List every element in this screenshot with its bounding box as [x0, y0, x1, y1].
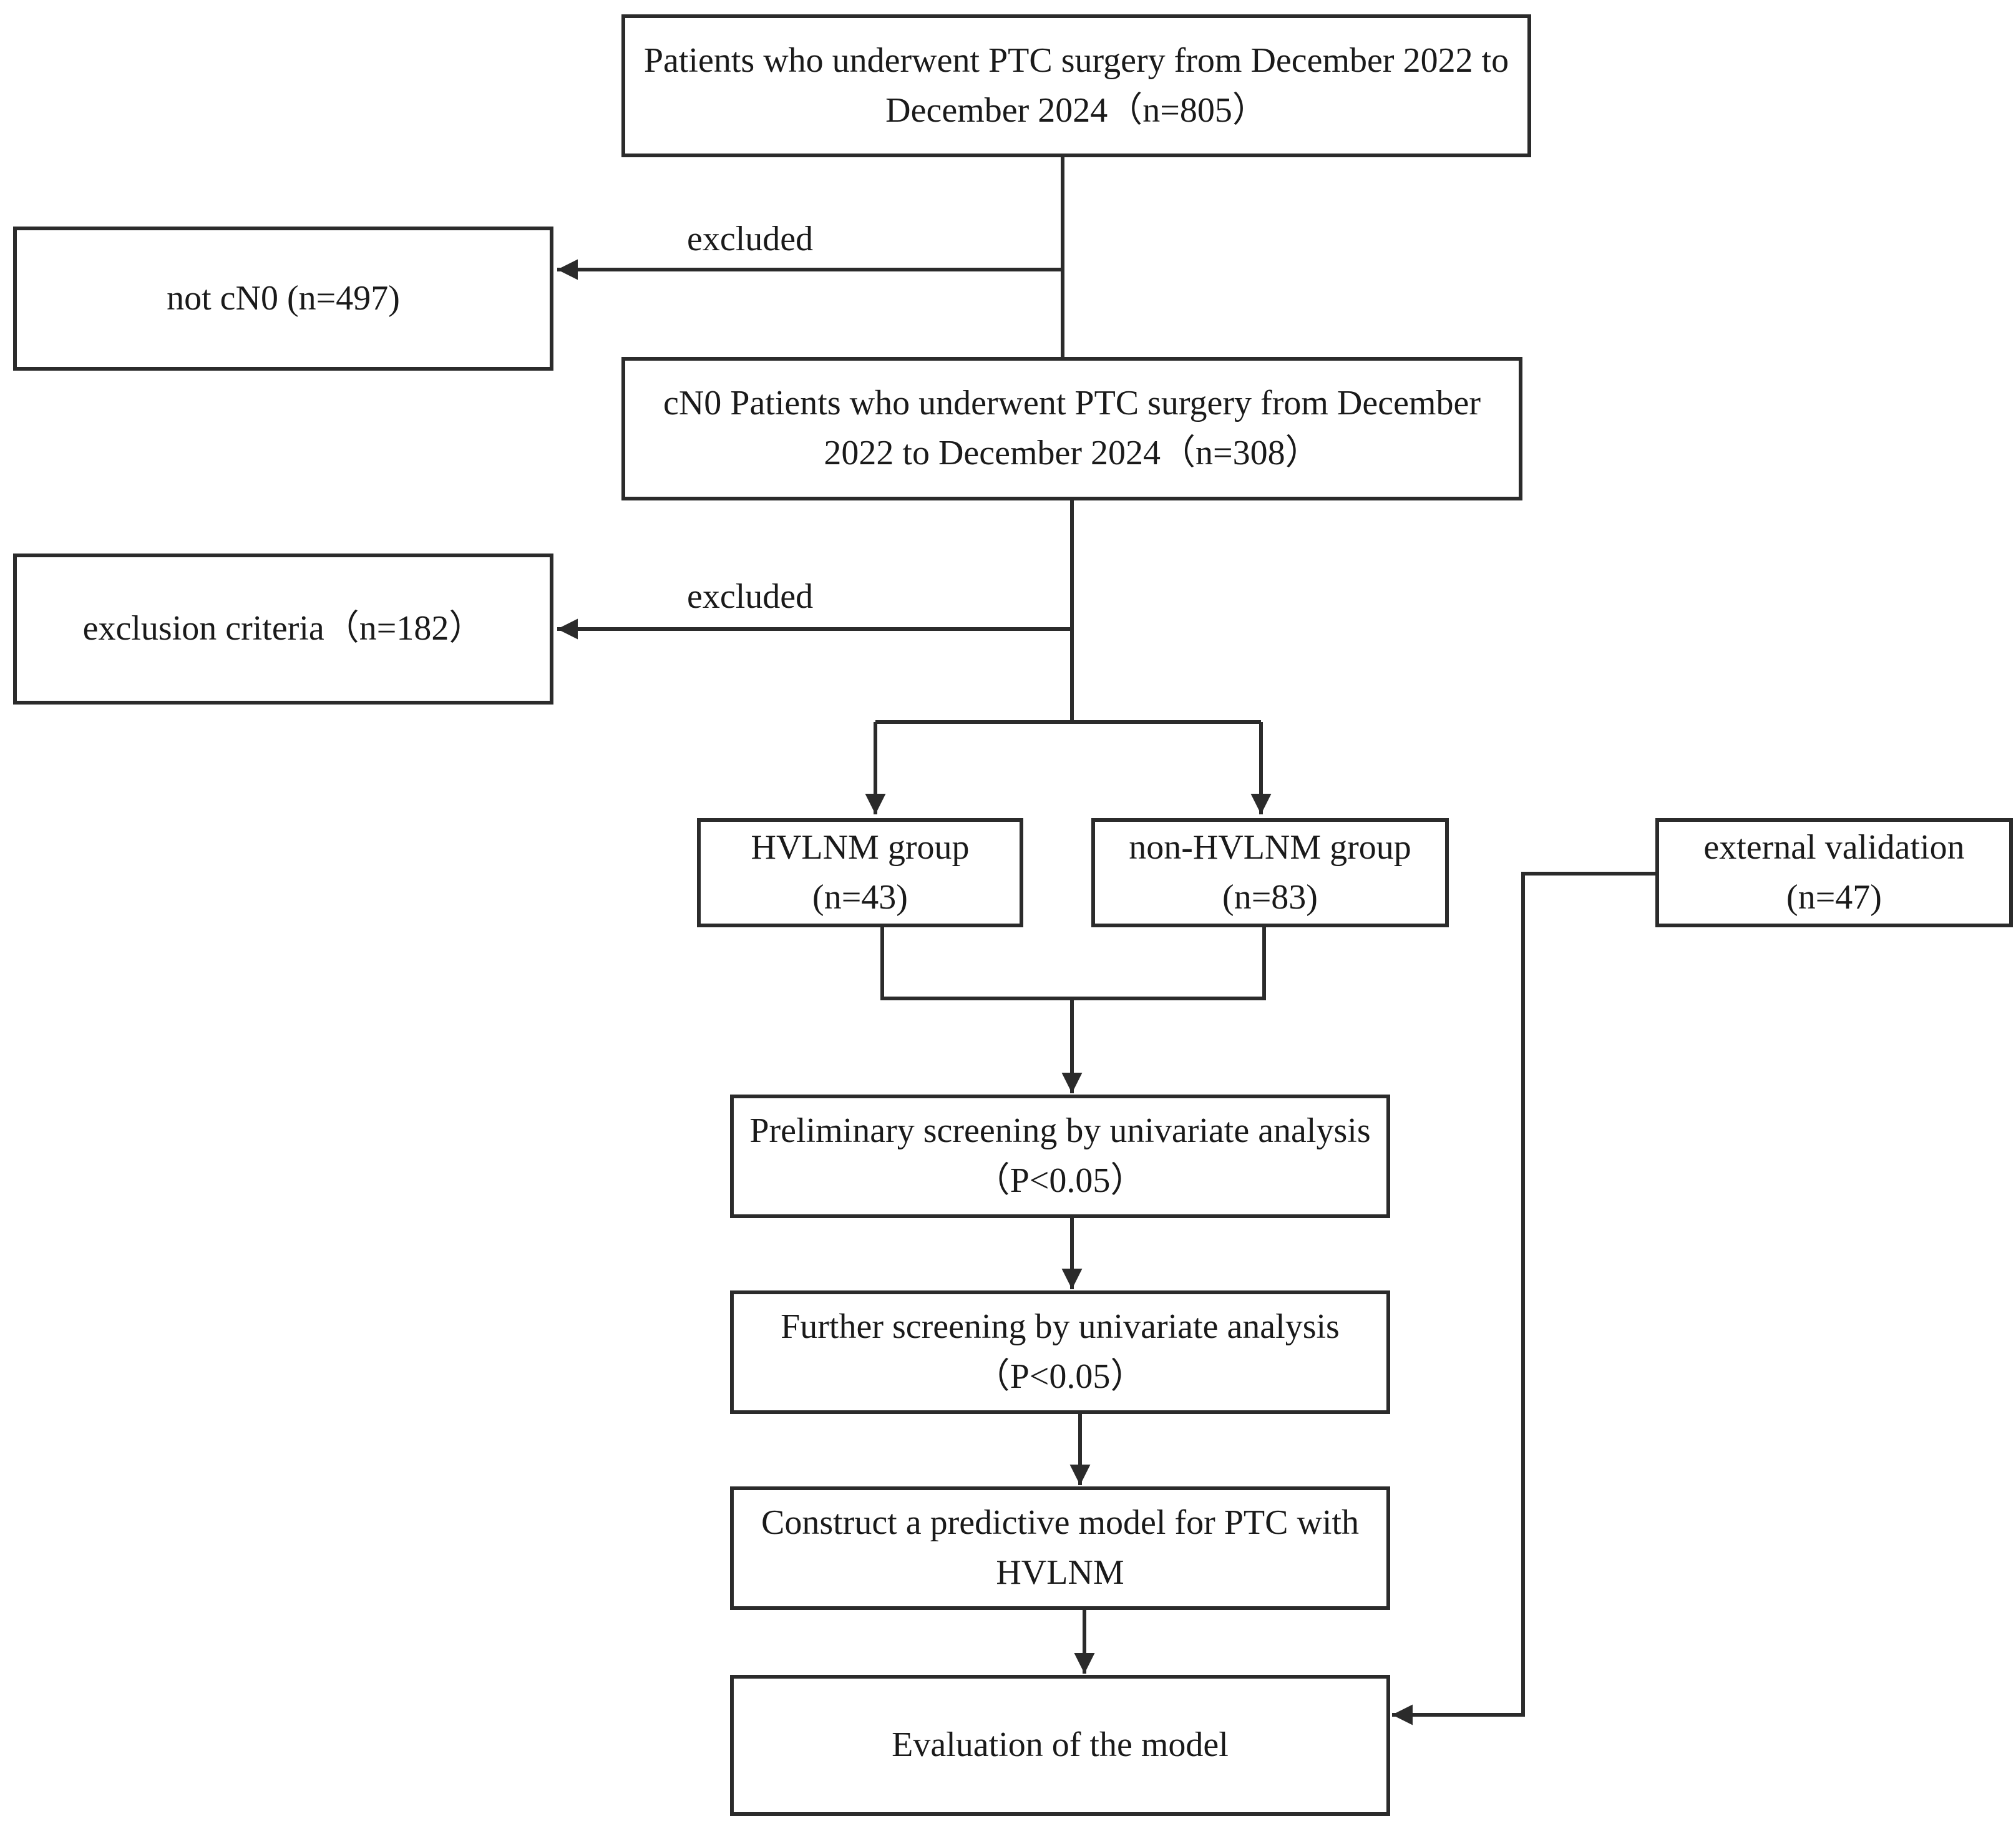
box-non-hvlnm-group: non-HVLNM group (n=83): [1091, 818, 1449, 927]
box-external-validation: external validation (n=47): [1655, 818, 2013, 927]
box-further-screening-label: Further screening by univariate analysis…: [781, 1307, 1340, 1396]
box-not-cn0-label: not cN0 (n=497): [167, 278, 400, 318]
box-non-hvlnm-group-label: non-HVLNM group (n=83): [1129, 827, 1411, 917]
box-further-screening: Further screening by univariate analysis…: [730, 1290, 1390, 1414]
box-cn0-patients: cN0 Patients who underwent PTC surgery f…: [621, 357, 1522, 500]
box-exclusion-criteria: exclusion criteria（n=182）: [13, 554, 553, 705]
box-all-patients: Patients who underwent PTC surgery from …: [621, 14, 1531, 157]
box-preliminary-screening: Preliminary screening by univariate anal…: [730, 1095, 1390, 1218]
box-cn0-patients-label: cN0 Patients who underwent PTC surgery f…: [663, 384, 1481, 472]
edge-label-excluded-1: excluded: [687, 220, 814, 258]
box-external-validation-label: external validation (n=47): [1703, 827, 1965, 917]
box-construct-model: Construct a predictive model for PTC wit…: [730, 1486, 1390, 1610]
box-hvlnm-group: HVLNM group (n=43): [697, 818, 1023, 927]
box-evaluation: Evaluation of the model: [730, 1675, 1390, 1816]
box-exclusion-criteria-label: exclusion criteria（n=182）: [82, 609, 484, 648]
box-construct-model-label: Construct a predictive model for PTC wit…: [761, 1503, 1360, 1592]
box-all-patients-label: Patients who underwent PTC surgery from …: [643, 41, 1509, 130]
edge-label-excluded-2: excluded: [687, 577, 814, 616]
box-evaluation-label: Evaluation of the model: [892, 1725, 1229, 1765]
connector-groups-merge: [880, 927, 1266, 1000]
box-hvlnm-group-label: HVLNM group (n=43): [751, 827, 970, 917]
box-preliminary-screening-label: Preliminary screening by univariate anal…: [749, 1111, 1371, 1200]
box-not-cn0: not cN0 (n=497): [13, 227, 553, 371]
arrow-external-to-evaluation: [1392, 872, 1655, 1725]
